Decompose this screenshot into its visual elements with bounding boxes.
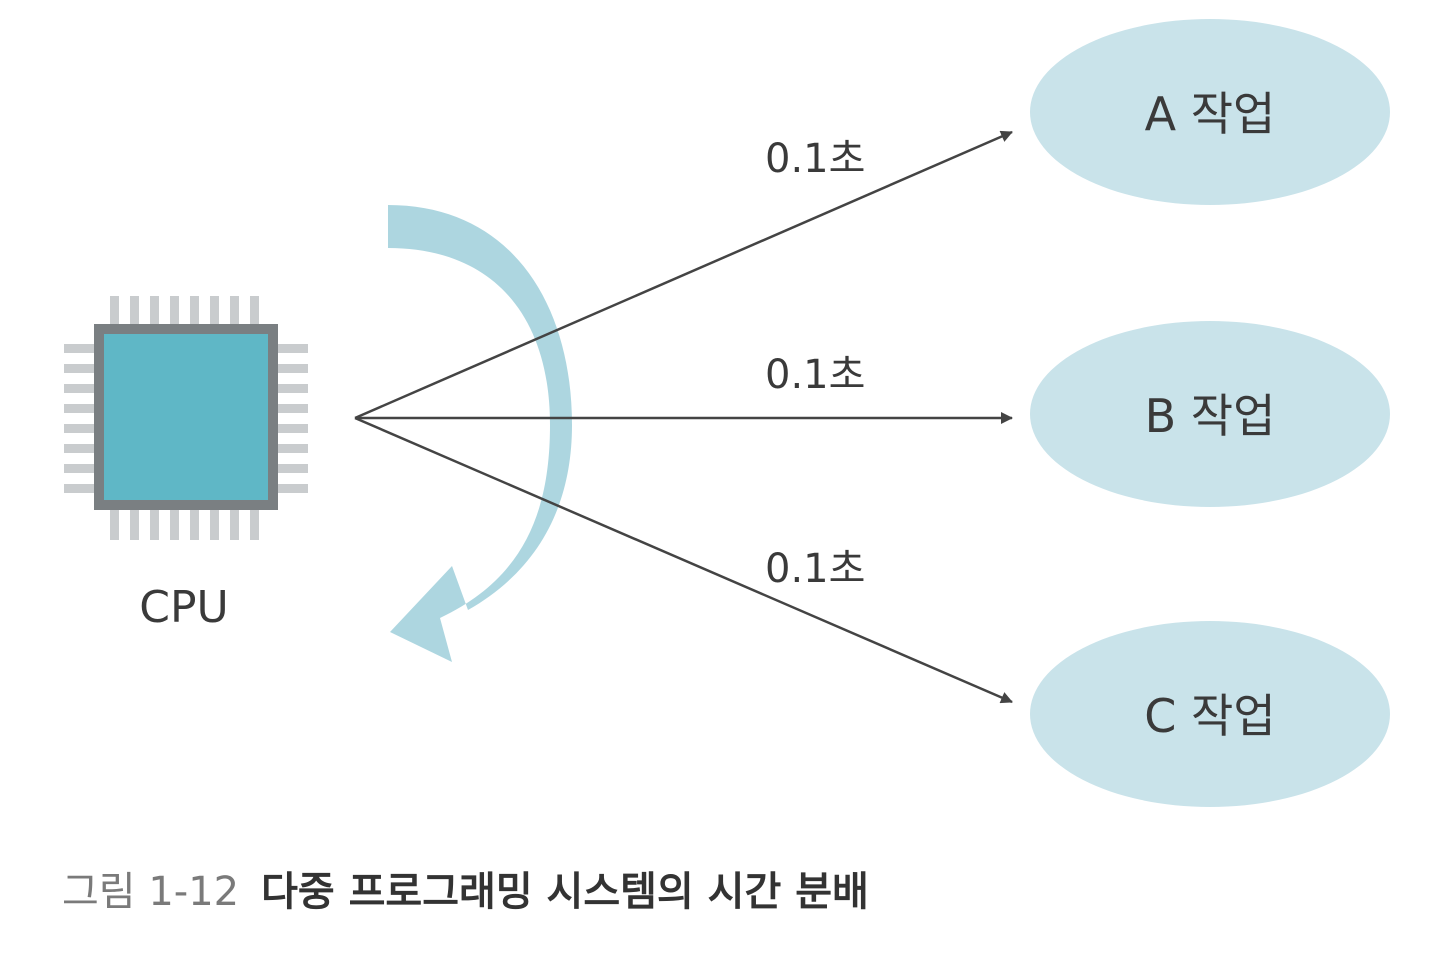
cpu-pins-top (110, 296, 259, 326)
cpu-pins-left (64, 344, 96, 493)
cpu-pins-right (276, 344, 308, 493)
figure-title: 다중 프로그래밍 시스템의 시간 분배 (261, 869, 869, 915)
edge-label-c: 0.1초 (765, 546, 865, 592)
cpu-pins-bottom (110, 510, 259, 540)
task-b-label: B 작업 (1145, 389, 1276, 443)
figure-caption: 그림 1-12 다중 프로그래밍 시스템의 시간 분배 (62, 872, 869, 912)
arrow-to-task-c (354, 416, 1013, 704)
task-b-ellipse (1030, 321, 1390, 507)
cpu-core (104, 334, 268, 500)
task-b-node: B 작업 (1030, 321, 1390, 507)
rotation-arrow-icon (388, 205, 572, 662)
edge-label-a: 0.1초 (765, 136, 865, 182)
task-c-ellipse (1030, 621, 1390, 807)
edge-label-b: 0.1초 (765, 352, 865, 398)
arrow-to-task-a (354, 130, 1013, 420)
task-c-node: C 작업 (1030, 621, 1390, 807)
cpu-chip-icon (64, 296, 308, 540)
task-a-node: A 작업 (1030, 19, 1390, 205)
cpu-label: CPU (139, 582, 228, 633)
task-c-label: C 작업 (1144, 689, 1275, 743)
task-a-ellipse (1030, 19, 1390, 205)
task-a-label: A 작업 (1145, 87, 1276, 141)
figure-number: 그림 1-12 (62, 869, 240, 915)
